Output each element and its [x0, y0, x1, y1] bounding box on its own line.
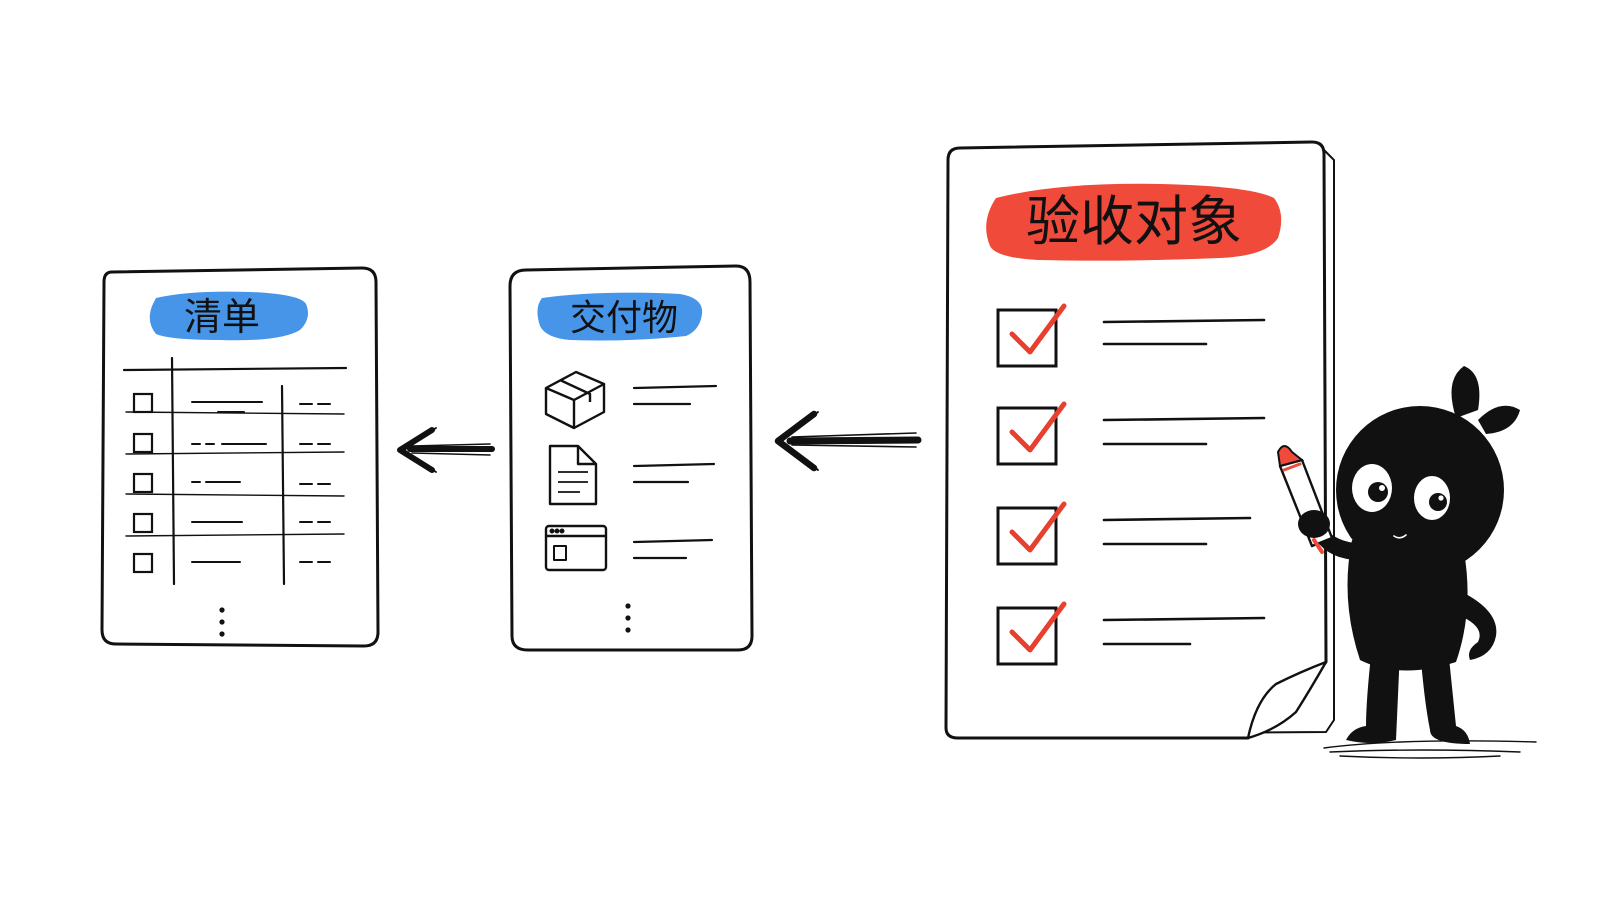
checked-item — [996, 303, 1266, 368]
checklist-row — [132, 552, 331, 574]
checked-checkbox-icon — [996, 406, 1058, 466]
deliverables-card: 交付物 — [508, 264, 754, 652]
checked-checkbox-icon — [996, 308, 1058, 368]
deliverables-title: 交付物 — [570, 298, 678, 339]
checked-item — [996, 501, 1252, 566]
checklist-card: 清单 — [100, 266, 380, 648]
checked-item — [996, 601, 1266, 666]
checklist-row — [132, 512, 331, 534]
ellipsis-icon — [219, 607, 225, 637]
ground-scribble — [1323, 740, 1537, 759]
checked-checkbox-icon — [996, 506, 1058, 566]
acceptance-title-highlight — [986, 183, 1282, 261]
checkbox-icon — [132, 552, 154, 574]
left-arrow-icon — [774, 410, 922, 472]
checklist-title-highlight — [149, 291, 308, 341]
ellipsis-icon — [625, 603, 631, 633]
acceptance-card: 验收对象 — [944, 140, 1335, 740]
deliverables-title-highlight — [537, 292, 703, 341]
checked-checkbox-icon — [996, 606, 1058, 666]
document-icon — [548, 444, 598, 506]
acceptance-title: 验收对象 — [1026, 190, 1242, 253]
checkbox-icon — [132, 512, 154, 534]
mascot-eyes — [1352, 464, 1450, 520]
package-box-icon — [544, 370, 606, 430]
left-arrow-icon — [397, 427, 495, 473]
mascot-character — [1276, 366, 1537, 759]
checkbox-icon — [132, 472, 154, 494]
checklist-row — [132, 432, 331, 454]
checklist-row — [132, 392, 331, 414]
checkbox-icon — [132, 392, 154, 414]
checkbox-icon — [132, 432, 154, 454]
checked-item — [996, 401, 1266, 466]
checklist-title: 清单 — [184, 295, 260, 339]
checklist-row — [132, 472, 331, 494]
browser-window-icon — [544, 524, 608, 572]
